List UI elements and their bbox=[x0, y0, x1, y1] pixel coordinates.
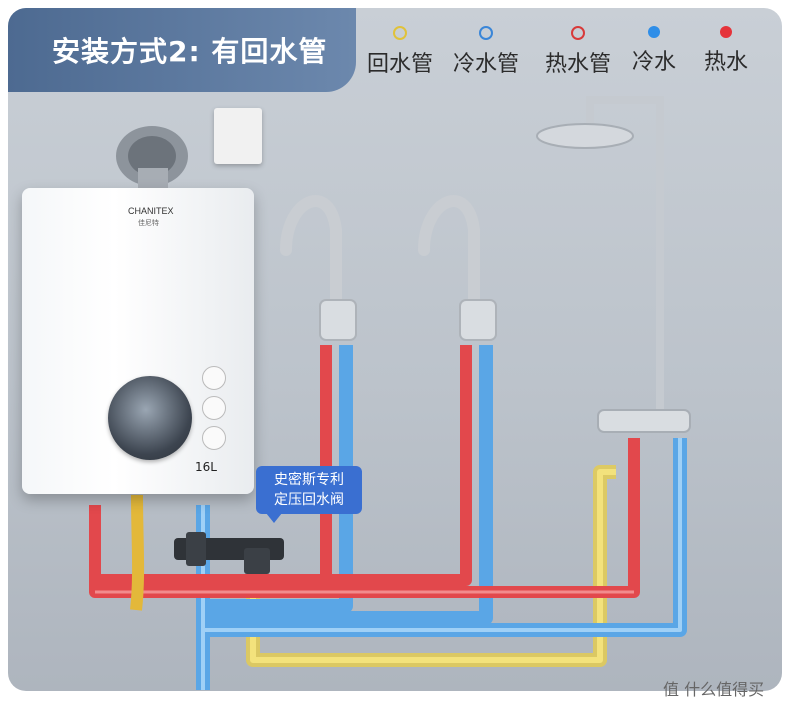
legend-label: 冷水 bbox=[631, 50, 676, 75]
function-button-2 bbox=[202, 396, 226, 420]
temperature-controller bbox=[214, 108, 262, 164]
blue-water-drop-icon bbox=[648, 26, 660, 38]
red-water-drop-icon bbox=[720, 26, 732, 38]
faucet-right bbox=[418, 195, 497, 341]
legend: 回水管 冷水管 热水管 冷水 热水 bbox=[360, 24, 785, 84]
faucet-left bbox=[280, 195, 357, 341]
legend-item-cold-water: 冷水 bbox=[614, 24, 694, 76]
heater-brand: CHANITEX bbox=[128, 206, 174, 216]
blue-ring-icon bbox=[479, 26, 493, 40]
heater-capacity: 16L bbox=[195, 460, 217, 474]
valve-callout-line2: 定压回水阀 bbox=[274, 492, 344, 508]
legend-item-cold-pipe: 冷水管 bbox=[446, 24, 526, 78]
heater-brand-cn: 佳尼特 bbox=[138, 219, 159, 227]
control-dial bbox=[108, 376, 192, 460]
legend-item-return-pipe: 回水管 bbox=[360, 24, 440, 78]
watermark: 值 什么值得买 bbox=[663, 680, 765, 699]
legend-item-hot-water: 热水 bbox=[686, 24, 766, 76]
gas-hose bbox=[130, 494, 145, 611]
return-valve bbox=[174, 532, 284, 574]
legend-item-hot-pipe: 热水管 bbox=[538, 24, 618, 78]
legend-label: 回水管 bbox=[366, 52, 433, 77]
legend-label: 热水管 bbox=[544, 52, 611, 77]
hot-pipe bbox=[89, 345, 640, 598]
function-button-1 bbox=[202, 366, 226, 390]
shower bbox=[536, 96, 691, 433]
function-button-3 bbox=[202, 426, 226, 450]
valve-callout: 史密斯专利 定压回水阀 bbox=[256, 466, 362, 523]
red-ring-icon bbox=[571, 26, 585, 40]
legend-label: 冷水管 bbox=[452, 52, 519, 77]
valve-callout-line1: 史密斯专利 bbox=[274, 472, 344, 488]
legend-label: 热水 bbox=[703, 50, 748, 75]
page-title: 安装方式2: 有回水管 bbox=[8, 8, 356, 92]
exhaust-pipe bbox=[116, 126, 188, 190]
yellow-ring-icon bbox=[393, 26, 407, 40]
